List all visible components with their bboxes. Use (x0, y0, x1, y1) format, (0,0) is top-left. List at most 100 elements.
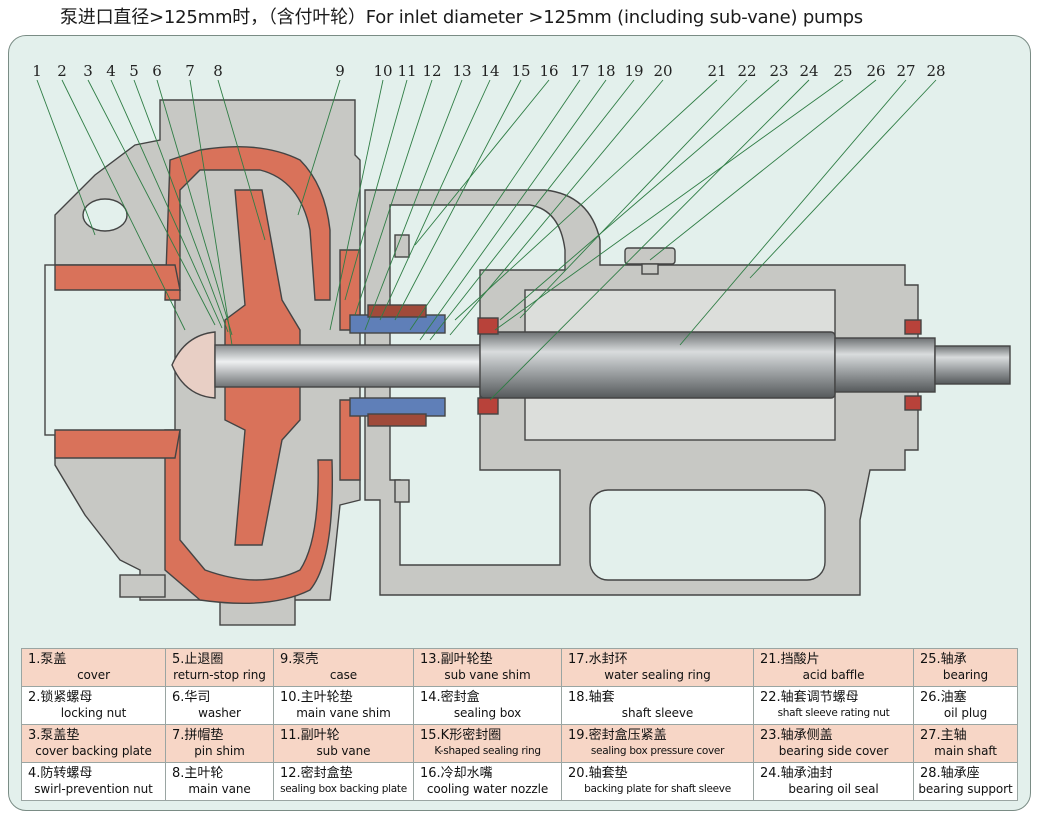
bearing (477, 317, 922, 415)
leader-line (379, 79, 491, 321)
part-name-en: locking nut (60, 706, 127, 720)
leader-line (749, 79, 937, 279)
part-name-en: K-shaped sealing ring (434, 745, 541, 757)
part-name-zh: 19.密封盒压紧盖 (568, 728, 667, 743)
part-name-zh: 27.主轴 (920, 728, 967, 743)
callout-number: 5 (129, 62, 139, 80)
callout-number: 14 (480, 62, 499, 80)
part-name-zh: 14.密封盒 (420, 690, 480, 705)
leader-line (499, 79, 780, 321)
leader-line (354, 79, 433, 316)
callout-number: 4 (106, 62, 116, 80)
leader-line (414, 79, 550, 246)
leader-line (133, 79, 229, 333)
callout-number: 21 (707, 62, 726, 80)
callout-number: 9 (335, 62, 345, 80)
part-name-zh: 22.轴套调节螺母 (760, 690, 859, 705)
part-cell: 15.K形密封圈 K-shaped sealing ring (413, 724, 562, 763)
bolt (119, 234, 410, 598)
leader-line (61, 79, 186, 331)
callout-number: 16 (539, 62, 558, 80)
leader-line (454, 79, 718, 321)
callout-number: 1 (32, 62, 42, 80)
part-name-en: cover backing plate (35, 744, 152, 758)
callout-number: 13 (452, 62, 471, 80)
leader-line (329, 79, 384, 331)
part-name-en: bearing side cover (778, 744, 889, 758)
leader-line (409, 79, 581, 331)
part-name-zh: 20.轴套垫 (568, 766, 628, 781)
part-name-en: bearing oil seal (788, 782, 879, 796)
part-name-zh: 5.止退圈 (172, 652, 224, 667)
callout-number: 27 (896, 62, 915, 80)
leader-line (217, 79, 266, 241)
part-name-zh: 8.主叶轮 (172, 766, 224, 781)
part-name-en: swirl-prevention nut (34, 782, 153, 796)
part-name-en: acid baffle (802, 668, 865, 682)
callout-number: 10 (373, 62, 392, 80)
part-name-zh: 10.主叶轮垫 (280, 690, 353, 705)
part-name-zh: 4.防转螺母 (28, 766, 93, 781)
leader-line (36, 79, 96, 236)
callout-number: 20 (653, 62, 672, 80)
callout-number: 26 (866, 62, 885, 80)
leader-line (519, 79, 748, 319)
leader-line (344, 79, 408, 301)
callout-number: 6 (152, 62, 162, 80)
leader-line (649, 79, 877, 261)
part-name-zh: 18.轴套 (568, 690, 615, 705)
leader-line (87, 79, 216, 326)
part-name-en: cover (77, 668, 110, 682)
callout-number: 25 (833, 62, 852, 80)
part-name-zh: 23.轴承侧盖 (760, 728, 833, 743)
callout-number: 17 (570, 62, 589, 80)
part-name-en: main vane shim (296, 706, 391, 720)
part-name-zh: 17.水封环 (568, 652, 628, 667)
callout-number: 12 (422, 62, 441, 80)
callout-number: 28 (926, 62, 945, 80)
part-name-zh: 11.副叶轮 (280, 728, 340, 743)
sealing-box (349, 304, 446, 427)
part-name-zh: 24.轴承油封 (760, 766, 833, 781)
part-name-zh: 13.副叶轮垫 (420, 652, 493, 667)
leader-line (494, 79, 844, 331)
part-name-zh: 28.轴承座 (920, 766, 980, 781)
part-name-zh: 3.泵盖垫 (28, 728, 80, 743)
callout-number: 23 (769, 62, 788, 80)
part-name-zh: 26.油塞 (920, 690, 967, 705)
part-name-zh: 25.轴承 (920, 652, 967, 667)
leader-line (429, 79, 635, 341)
callout-number: 18 (596, 62, 615, 80)
part-name-en: cooling water nozzle (426, 782, 549, 796)
case-lining (54, 145, 334, 605)
part-name-zh: 2.锁紧螺母 (28, 690, 93, 705)
part-name-zh: 6.华司 (172, 690, 211, 705)
leader-line (189, 79, 233, 346)
leader-line (364, 79, 463, 331)
pump-casing (44, 99, 361, 626)
part-name-en: shaft sleeve rating nut (777, 707, 890, 719)
callout-number: 2 (57, 62, 67, 80)
page-title: 泵进口直径>125mm时，（含付叶轮）For inlet diameter >1… (60, 7, 863, 28)
part-name-zh: 15.K形密封圈 (420, 728, 502, 743)
